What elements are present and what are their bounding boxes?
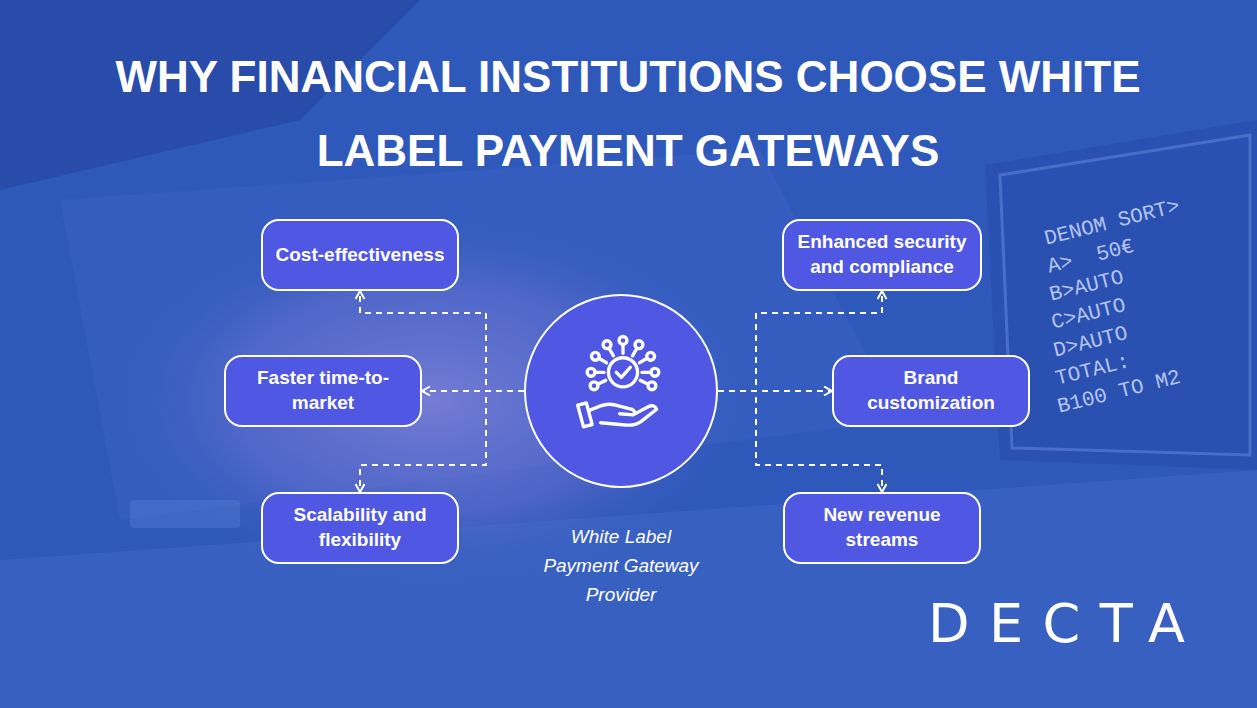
provider-label: White Label Payment Gateway Provider xyxy=(531,522,711,609)
gear-core xyxy=(608,358,637,387)
box-text: New revenue streams xyxy=(795,503,969,552)
dashed-connector xyxy=(718,390,832,392)
icon-strokes xyxy=(578,336,659,426)
gear-node xyxy=(635,341,643,349)
gear-node xyxy=(647,352,655,360)
hand-cuff xyxy=(578,403,592,427)
brand-logo: DECTA xyxy=(928,594,1204,653)
benefit-box: New revenue streams xyxy=(783,492,981,564)
box-text: Scalability and flexibility xyxy=(273,503,447,552)
check-mark xyxy=(616,367,630,377)
benefit-box: Enhanced security and compliance xyxy=(782,219,982,291)
benefit-box: Faster time-to-market xyxy=(224,355,422,427)
gear-node xyxy=(591,352,599,360)
gear-node xyxy=(603,341,611,349)
benefit-box: Scalability and flexibility xyxy=(261,492,459,564)
display-frame xyxy=(1000,135,1250,455)
box-text: Brand customization xyxy=(844,366,1018,415)
hand xyxy=(589,404,656,425)
title: WHY FINANCIAL INSTITUTIONS CHOOSE WHITE … xyxy=(78,40,1178,188)
box-text: Enhanced security and compliance xyxy=(794,230,970,279)
benefit-box: Cost-effectiveness xyxy=(261,219,459,291)
machine-face xyxy=(0,470,1257,708)
gear-node xyxy=(651,368,659,376)
gear-hand-icon xyxy=(567,332,679,444)
box-text: Faster time-to-market xyxy=(236,366,410,415)
gear-node xyxy=(619,336,627,344)
note-band xyxy=(130,500,240,528)
benefit-box: Brand customization xyxy=(832,355,1030,427)
gear-node xyxy=(587,368,595,376)
provider-circle: White Label Payment Gateway Provider xyxy=(524,294,718,488)
gear-node xyxy=(590,382,598,390)
gear-node xyxy=(648,382,656,390)
box-text: Cost-effectiveness xyxy=(276,243,445,268)
